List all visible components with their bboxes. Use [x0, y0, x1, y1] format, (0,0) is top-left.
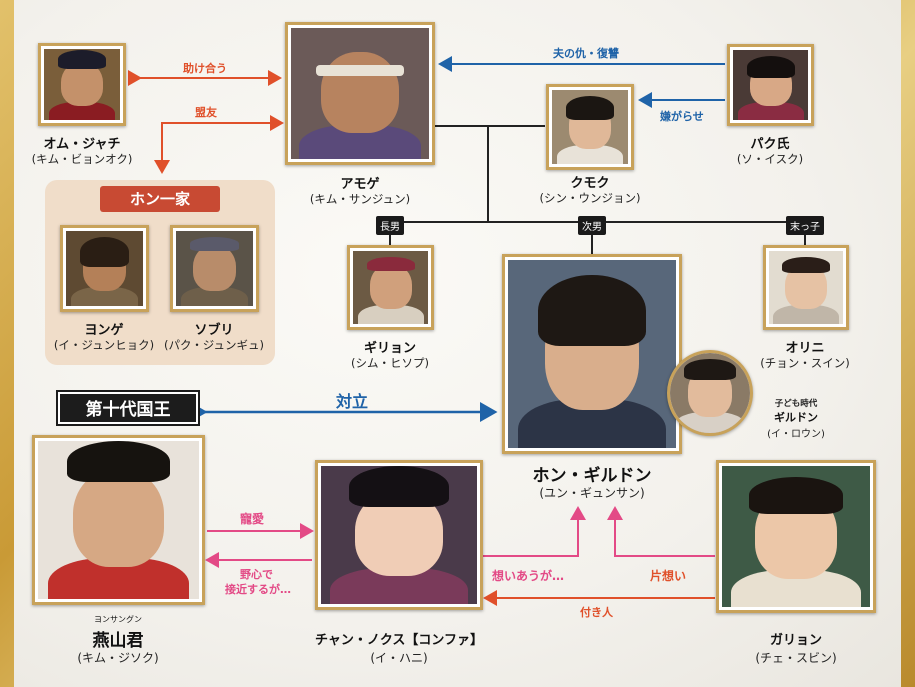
name-soburi: ソブリ	[194, 323, 234, 338]
portrait-garyon	[716, 460, 876, 613]
actor-orini: (チョン・スイン)	[760, 356, 850, 370]
portrait-giryon	[347, 245, 434, 330]
name-yeonsan: 燕山君	[92, 631, 144, 651]
name-orini: オリニ	[785, 341, 825, 356]
name-park: パク氏	[750, 137, 790, 152]
hon-family-title: ホン一家	[100, 186, 220, 212]
label-conflict: 対立	[336, 392, 369, 411]
name-gildong: ホン・ギルドン	[532, 466, 652, 486]
actor-giryon: (シム・ヒソプ)	[351, 356, 429, 370]
name-child-gildong: ギルドン	[774, 411, 818, 424]
label-mutual: 想いあうが…	[492, 569, 565, 583]
actor-nokusu: (イ・ハニ)	[370, 651, 428, 665]
portrait-kumok	[546, 84, 634, 170]
label-child-era: 子ども時代	[774, 399, 818, 409]
portrait-yeonsan	[32, 435, 205, 605]
actor-kumok: (シン・ウンジョン)	[539, 191, 641, 205]
portrait-amoge	[285, 22, 435, 165]
actor-yeonsan: (キム・ジソク)	[77, 651, 159, 665]
badge-youngest: 末っ子	[786, 216, 824, 235]
name-yonge: ヨンゲ	[84, 323, 124, 338]
badge-second: 次男	[578, 216, 606, 235]
actor-om: (キム・ビョンオク)	[31, 152, 133, 166]
name-om: オム・ジャチ	[43, 137, 121, 152]
king-title: 第十代国王	[56, 390, 200, 426]
portrait-soburi	[170, 225, 259, 312]
label-tasukeau: 助け合う	[183, 62, 227, 75]
actor-soburi: (パク・ジュンギュ)	[164, 338, 264, 352]
label-approach: 接近するが…	[225, 583, 291, 596]
ruby-yeonsan: ヨンサングン	[94, 615, 142, 624]
actor-gildong: (ユン・ギュンサン)	[539, 486, 645, 500]
label-attendant: 付き人	[580, 606, 613, 619]
portrait-gildong	[502, 254, 682, 454]
label-meiyu: 盟友	[195, 106, 217, 119]
label-harass: 嫌がらせ	[660, 110, 704, 123]
name-kumok: クモク	[570, 176, 610, 191]
portrait-orini	[763, 245, 849, 330]
actor-child-gildong: (イ・ロウン)	[767, 429, 825, 440]
arrow-mutual	[482, 506, 586, 557]
portrait-child-gildong	[667, 350, 753, 436]
arrow-meiyu	[154, 122, 282, 174]
actor-park: (ソ・イスク)	[736, 152, 804, 166]
actor-yonge: (イ・ジュンヒョク)	[53, 338, 155, 352]
actor-garyon: (チェ・スビン)	[755, 651, 837, 665]
name-nokusu: チャン・ノクス【コンファ】	[314, 633, 484, 648]
actor-amoge: (キム・サンジュン)	[309, 192, 411, 206]
label-ambition: 野心で	[240, 568, 273, 581]
name-giryon: ギリョン	[363, 341, 417, 356]
badge-eldest: 長男	[376, 216, 404, 235]
label-favor: 寵愛	[240, 512, 265, 526]
arrow-unrequited	[607, 506, 715, 557]
name-amoge: アモゲ	[340, 177, 380, 192]
portrait-park	[727, 44, 814, 126]
label-unrequited: 片想い	[650, 569, 687, 583]
portrait-nokusu	[315, 460, 483, 610]
portrait-yonge	[60, 225, 149, 312]
label-revenge: 夫の仇・復讐	[553, 47, 619, 60]
portrait-om	[38, 43, 126, 126]
name-garyon: ガリョン	[769, 633, 823, 648]
